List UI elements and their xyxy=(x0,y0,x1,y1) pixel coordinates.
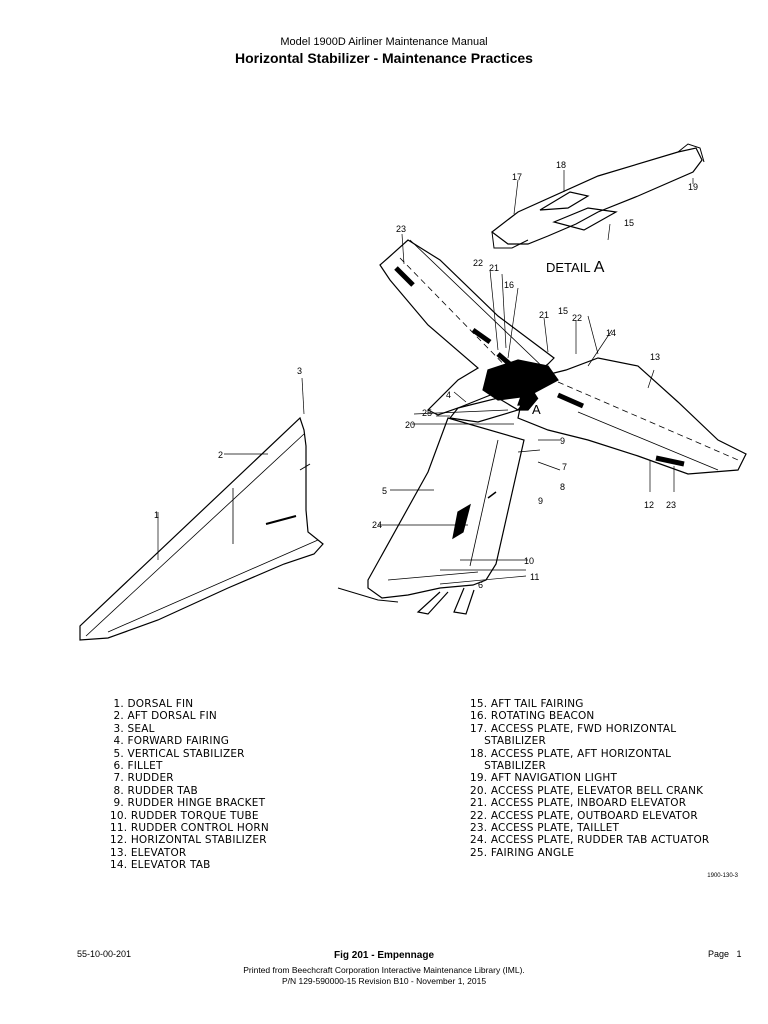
legend-item: 19. AFT NAVIGATION LIGHT xyxy=(470,772,618,785)
page-number: Page 1 xyxy=(708,949,742,959)
detail-a-label: DETAIL A xyxy=(546,259,605,276)
callout-19: 19 xyxy=(688,182,698,192)
manual-title: Model 1900D Airliner Maintenance Manual xyxy=(280,36,488,48)
callout-23b: 23 xyxy=(666,500,676,510)
legend-item: 8. RUDDER TAB xyxy=(110,784,198,797)
figure-caption: Fig 201 - Empennage xyxy=(333,950,435,961)
legend-item: STABILIZER xyxy=(470,735,546,748)
callout-17: 17 xyxy=(512,172,522,182)
dorsal-fin-drawing xyxy=(79,416,324,641)
horizontal-stabilizer-drawing xyxy=(379,239,747,475)
callout-9a: 9 xyxy=(560,436,565,446)
callout-24: 24 xyxy=(372,520,382,530)
callout-16: 16 xyxy=(504,280,514,290)
legend-item: 21. ACCESS PLATE, INBOARD ELEVATOR xyxy=(470,797,687,810)
legend-item: 6. FILLET xyxy=(110,760,163,773)
legend-item: 17. ACCESS PLATE, FWD HORIZONTAL xyxy=(470,722,677,735)
callout-25: 25 xyxy=(422,408,432,418)
legend-item: 5. VERTICAL STABILIZER xyxy=(110,747,245,760)
view-a-label: A xyxy=(532,402,541,417)
legend-item: 15. AFT TAIL FAIRING xyxy=(470,698,584,710)
legend-left: 1. DORSAL FIN 2. AFT DORSAL FIN 3. SEAL … xyxy=(110,698,269,872)
figure-reference: 1900-130-3 xyxy=(707,873,738,879)
callout-12: 12 xyxy=(644,500,654,510)
legend-item: 20. ACCESS PLATE, ELEVATOR BELL CRANK xyxy=(470,784,704,797)
callout-9b: 9 xyxy=(538,496,543,506)
detail-a-drawing xyxy=(491,143,705,249)
empennage-figure: 1 2 3 4 5 6 7 8 9 9 10 11 12 13 14 15 15… xyxy=(78,140,756,888)
legend-item: 3. SEAL xyxy=(110,722,155,735)
legend-item: 4. FORWARD FAIRING xyxy=(110,735,230,748)
callout-21a: 21 xyxy=(489,263,499,273)
legend-item: 11. RUDDER CONTROL HORN xyxy=(110,822,269,835)
callout-7: 7 xyxy=(562,462,567,472)
callout-6: 6 xyxy=(478,580,483,590)
callout-20: 20 xyxy=(405,420,415,430)
callout-14: 14 xyxy=(606,328,616,338)
legend-item: 9. RUDDER HINGE BRACKET xyxy=(110,797,266,810)
callout-2: 2 xyxy=(218,450,223,460)
legend-item: 12. HORIZONTAL STABILIZER xyxy=(110,834,267,847)
legend-item: 25. FAIRING ANGLE xyxy=(470,846,575,859)
legend-item: STABILIZER xyxy=(470,760,546,773)
legend-item: 2. AFT DORSAL FIN xyxy=(110,710,217,723)
legend-item: 18. ACCESS PLATE, AFT HORIZONTAL xyxy=(470,747,672,760)
printed-from-note: Printed from Beechcraft Corporation Inte… xyxy=(243,965,525,975)
legend-item: 13. ELEVATOR xyxy=(110,846,187,859)
legend-item: 7. RUDDER xyxy=(110,772,174,785)
callout-11: 11 xyxy=(530,572,539,582)
callout-15a: 15 xyxy=(624,218,634,228)
legend-item: 23. ACCESS PLATE, TAILLET xyxy=(470,822,620,835)
callout-22a: 22 xyxy=(473,258,483,268)
page-title: Horizontal Stabilizer - Maintenance Prac… xyxy=(235,50,533,66)
legend-item: 14. ELEVATOR TAB xyxy=(110,859,211,872)
callout-15b: 15 xyxy=(558,306,568,316)
callout-18: 18 xyxy=(556,160,566,170)
callout-10: 10 xyxy=(524,556,534,566)
callout-5: 5 xyxy=(382,486,387,496)
legend-right: 15. AFT TAIL FAIRING 16. ROTATING BEACON… xyxy=(470,698,709,859)
callout-4: 4 xyxy=(446,390,451,400)
legend-item: 16. ROTATING BEACON xyxy=(470,710,595,723)
legend-item: 24. ACCESS PLATE, RUDDER TAB ACTUATOR xyxy=(470,834,710,847)
callout-1: 1 xyxy=(154,510,159,520)
empennage-illustration xyxy=(79,143,747,641)
callout-13: 13 xyxy=(650,352,660,362)
callout-21b: 21 xyxy=(539,310,549,320)
callout-8: 8 xyxy=(560,482,565,492)
legend-item: 10. RUDDER TORQUE TUBE xyxy=(110,809,259,822)
doc-number: 55-10-00-201 xyxy=(77,949,132,959)
vertical-stabilizer-drawing xyxy=(337,417,525,615)
callout-22b: 22 xyxy=(572,313,582,323)
legend-item: 1. DORSAL FIN xyxy=(110,698,194,710)
callout-23a: 23 xyxy=(396,224,406,234)
part-number: P/N 129-590000-15 Revision B10 - Novembe… xyxy=(281,976,487,986)
callout-3: 3 xyxy=(297,366,302,376)
legend-item: 22. ACCESS PLATE, OUTBOARD ELEVATOR xyxy=(470,809,698,822)
